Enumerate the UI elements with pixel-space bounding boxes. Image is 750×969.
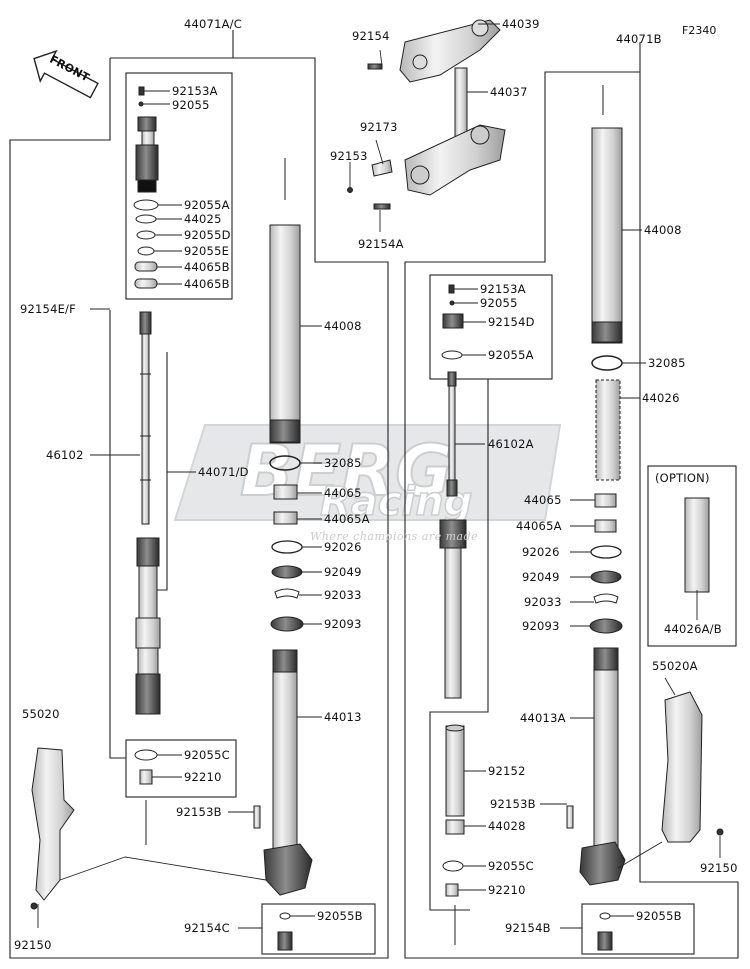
label-44013: 44013	[324, 710, 362, 724]
watermark-tagline: Where champions are made	[310, 530, 479, 543]
label-44025: 44025	[184, 212, 222, 226]
label-r-44065: 44065	[524, 493, 562, 507]
label-92093: 92093	[324, 617, 362, 631]
label-44026A-B: 44026A/B	[664, 622, 722, 636]
label-44065: 44065	[324, 486, 362, 500]
label-32085: 32085	[324, 456, 362, 470]
label-44026: 44026	[642, 391, 680, 405]
label-r-92210: 92210	[488, 883, 526, 897]
label-r-92150: 92150	[700, 861, 738, 875]
steering-parts	[347, 19, 506, 210]
label-44037: 44037	[490, 85, 528, 99]
label-92152: 92152	[488, 764, 526, 778]
label-92154C: 92154C	[184, 921, 230, 935]
label-92055E: 92055E	[184, 244, 230, 258]
label-r-92055A: 92055A	[488, 348, 534, 362]
label-92055A: 92055A	[184, 198, 230, 212]
label-92150: 92150	[14, 938, 52, 952]
label-r-44065A: 44065A	[516, 519, 562, 533]
label-r-92153B: 92153B	[490, 797, 536, 811]
label-44071-D: 44071/D	[198, 465, 249, 479]
label-92154E-F: 92154E/F	[20, 302, 76, 316]
label-92033: 92033	[324, 588, 362, 602]
label-92153: 92153	[330, 149, 368, 163]
label-92154B: 92154B	[505, 921, 551, 935]
label-44008: 44008	[324, 319, 362, 333]
label-92055D: 92055D	[184, 228, 231, 242]
label-46102: 46102	[46, 448, 84, 462]
label-r-92093: 92093	[522, 619, 560, 633]
label-r-92026: 92026	[522, 545, 560, 559]
label-r-44008: 44008	[644, 223, 682, 237]
label-44013A: 44013A	[520, 711, 566, 725]
label-r-92033: 92033	[524, 595, 562, 609]
front-arrow-icon	[33, 49, 99, 99]
label-92055B: 92055B	[317, 909, 363, 923]
label-r-92055B: 92055B	[636, 909, 682, 923]
label-option: (OPTION)	[655, 471, 710, 485]
label-92154A: 92154A	[358, 237, 404, 251]
label-44065B-2: 44065B	[184, 277, 230, 291]
label-92055C: 92055C	[184, 748, 230, 762]
label-92026: 92026	[324, 540, 362, 554]
label-r-92049: 92049	[522, 570, 560, 584]
label-r-92055C: 92055C	[488, 859, 534, 873]
label-44065B: 44065B	[184, 260, 230, 274]
label-r-32085: 32085	[648, 356, 686, 370]
label-46102A: 46102A	[488, 437, 534, 451]
label-92154D: 92154D	[488, 315, 535, 329]
left-fork-parts	[30, 86, 313, 951]
label-92173: 92173	[360, 120, 398, 134]
label-55020: 55020	[22, 707, 60, 721]
label-55020A: 55020A	[652, 659, 698, 673]
label-92153A: 92153A	[172, 84, 218, 98]
label-44071B: 44071B	[616, 32, 662, 46]
leader-lines	[37, 23, 721, 929]
diagram-code: F2340	[682, 24, 717, 37]
label-92049: 92049	[324, 565, 362, 579]
label-92154: 92154	[352, 29, 390, 43]
label-44039: 44039	[502, 17, 540, 31]
label-92055: 92055	[172, 98, 210, 112]
label-r-92153A: 92153A	[480, 282, 526, 296]
label-92153B: 92153B	[176, 805, 222, 819]
label-r-92055: 92055	[480, 296, 518, 310]
label-44028: 44028	[488, 819, 526, 833]
label-44065A: 44065A	[324, 512, 370, 526]
label-44071A-C: 44071A/C	[184, 17, 242, 31]
label-92210: 92210	[184, 770, 222, 784]
